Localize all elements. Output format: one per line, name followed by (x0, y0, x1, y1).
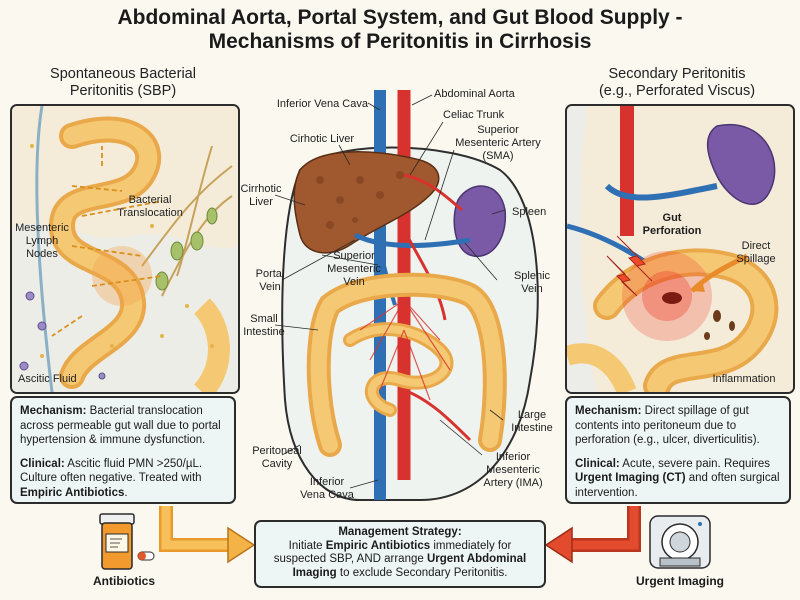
sbp-illustration (12, 106, 238, 392)
label-splenic-vein: Splenic Vein (513, 270, 551, 295)
secondary-clinical-text: Acute, severe pain. Requires (622, 457, 770, 470)
sbp-mechanism-label: Mechanism: (20, 405, 87, 417)
label-peritoneal-cavity: Peritoneal Cavity (252, 445, 302, 470)
label-spleen: Spleen (512, 206, 547, 218)
management-body: Initiate Empiric Antibiotics immediately… (262, 540, 538, 581)
title-line-2: Mechanisms of Peritonitis in Cirrhosis (208, 30, 592, 53)
secondary-clinical-end: and often surgical intervention. (575, 472, 780, 499)
management-text-3: to exclude Secondary Peritonitis. (339, 566, 508, 579)
secondary-clinical-label: Clinical: (575, 457, 620, 470)
sbp-clinical-end: . (124, 486, 128, 499)
sbp-info-box: Mechanism: Bacterial translocation acros… (10, 396, 236, 504)
label-superior-mesenteric-vein: Superior Mesenteric Vein (327, 250, 381, 288)
secondary-illustration (567, 106, 793, 392)
management-bold-1: Empiric Antibiotics (325, 539, 431, 552)
label-abdominal-aorta: Abdominal Aorta (434, 88, 515, 100)
secondary-mechanism-text: Direct spillage of gut contents into per… (575, 405, 760, 446)
label-cirhotic-liver-top: Cirhotic Liver (289, 133, 354, 145)
label-sma-top: Superior Mesenteric Artery (SMA) (455, 124, 541, 162)
secondary-mechanism-label: Mechanism: (575, 405, 642, 417)
sbp-illustration-panel (10, 104, 240, 394)
label-inferior-vena-cava-top: Inferior Vena Cava (276, 98, 368, 110)
label-ima: Inferior Mesenteric Artery (IMA) (483, 451, 543, 489)
label-gut-perforation: Gut Perforation (642, 212, 702, 237)
label-mesenteric-lymph-nodes: Mesenteric Lymph Nodes (15, 222, 69, 260)
sbp-clinical-bold: Empiric Antibiotics (20, 486, 125, 499)
sbp-heading: Spontaneous Bacterial Peritonitis (SBP) (12, 66, 234, 100)
label-direct-spillage: Direct Spillage (736, 240, 776, 265)
secondary-clinical-bold: Urgent Imaging (CT) (575, 472, 686, 484)
imaging-label: Urgent Imaging (635, 574, 724, 588)
label-inferior-vena-cava-bottom: Inferior Vena Cava (300, 476, 354, 501)
sbp-clinical-text: Ascitic fluid PMN >250/µL. Culture often… (20, 457, 203, 485)
page-title: Abdominal Aorta, Portal System, and Gut … (0, 6, 800, 54)
label-cirrhotic-liver-left: Cirrhotic Liver (240, 183, 282, 208)
label-portal-vein: Portal Vein (255, 268, 285, 293)
antibiotics-label: Antibiotics (93, 574, 155, 588)
label-small-intestine: Small Intestine (243, 313, 285, 338)
title-line-1: Abdominal Aorta, Portal System, and Gut … (117, 6, 683, 29)
label-bacterial-translocation: Bacterial Translocation (117, 194, 183, 219)
management-bold-2: Urgent Abdominal Imaging (292, 553, 527, 579)
management-text-1: Initiate (288, 539, 323, 552)
label-inflammation: Inflammation (712, 373, 776, 385)
sbp-clinical-label: Clinical: (20, 457, 65, 470)
label-ascitic-fluid: Ascitic Fluid (18, 373, 77, 385)
secondary-illustration-panel (565, 104, 795, 394)
sbp-heading-line-2: Peritonitis (SBP) (69, 83, 177, 99)
secondary-heading-line-2: (e.g., Perforated Viscus) (598, 83, 756, 99)
sbp-mechanism-text: Bacterial translocation across permeable… (20, 405, 221, 446)
management-strategy-box: Management Strategy: Initiate Empiric An… (254, 520, 546, 588)
management-heading: Management Strategy: (338, 526, 462, 538)
secondary-info-box: Mechanism: Direct spillage of gut conten… (565, 396, 791, 504)
sbp-heading-line-1: Spontaneous Bacterial (50, 66, 196, 82)
management-text-2: immediately for suspected SBP, AND arran… (273, 539, 512, 566)
secondary-heading: Secondary Peritonitis (e.g., Perforated … (563, 66, 791, 100)
secondary-heading-line-1: Secondary Peritonitis (608, 66, 746, 82)
label-large-intestine: Large Intestine (511, 409, 553, 434)
label-celiac-trunk: Celiac Trunk (443, 109, 505, 121)
